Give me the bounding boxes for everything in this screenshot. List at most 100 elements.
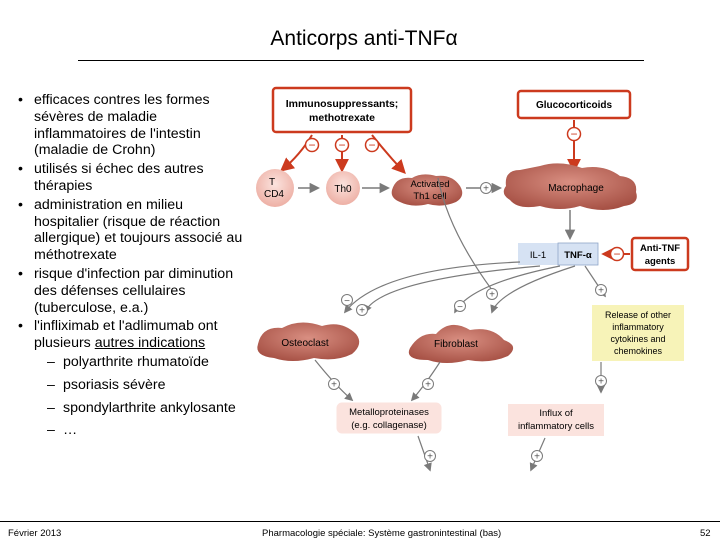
- glucocorticoids-label: Glucocorticoids: [536, 100, 613, 111]
- flow-arrow: [417, 435, 432, 472]
- bullet-item: efficaces contres les formes sévères de …: [18, 92, 250, 159]
- plus-sign-icon: [424, 450, 436, 462]
- immunosuppressants-box: [271, 86, 413, 134]
- immunosuppressants-label: Immunosuppressants;: [286, 98, 399, 110]
- plus-sign-icon: [328, 378, 340, 390]
- il1-label: IL-1: [530, 250, 546, 261]
- bullet-list: efficaces contres les formes sévères de …: [18, 92, 250, 445]
- footer-page-number: 52: [700, 528, 711, 539]
- minus-sign-icon: [566, 126, 582, 142]
- osteoclast-label: Osteoclast: [281, 338, 328, 349]
- minus-sign-icon: [609, 246, 625, 262]
- th0-cell: [326, 171, 360, 205]
- t-cd4-cell: [256, 169, 294, 207]
- minus-sign-icon: [454, 300, 466, 312]
- plus-sign-icon: [595, 284, 607, 296]
- plus-sign-icon: +: [483, 184, 489, 195]
- macrophage-label: Macrophage: [548, 183, 604, 194]
- minus-sign-icon: [341, 294, 353, 306]
- release-label-line: chemokines: [614, 346, 663, 356]
- footer-course: Pharmacologie spéciale: Système gastroni…: [262, 528, 502, 539]
- sub-bullet-text: …: [63, 422, 78, 439]
- bullet-item: utilisés si échec des autres thérapies: [18, 161, 250, 195]
- minus-sign-icon: −: [457, 302, 463, 313]
- anti-tnf-box: [630, 236, 690, 272]
- flow-arrow: [364, 265, 541, 314]
- t-cd4-label: CD4: [264, 189, 284, 200]
- sub-bullet-item: –polyarthrite rhumatoïde: [18, 354, 250, 371]
- metalloproteinases-label: Metalloproteinases: [349, 407, 429, 418]
- anti-tnf-label: Anti-TNF: [640, 243, 680, 254]
- title-rule: [78, 60, 644, 61]
- influx-label: Influx of: [539, 408, 573, 419]
- underlined-text: autres indications: [94, 335, 206, 352]
- activated-label: Activated: [410, 179, 449, 190]
- activated-th1-cell: [391, 174, 463, 206]
- bullet-text: l'infliximab et l'adlimumab ont plusieur…: [34, 318, 218, 352]
- osteoclast-cell: [257, 322, 360, 361]
- dash-marker: –: [47, 353, 55, 370]
- th0-label: Th0: [334, 184, 352, 195]
- metalloproteinases-box: [335, 401, 443, 435]
- bullet-item: l'infliximab et l'adlimumab ont plusieur…: [18, 318, 250, 352]
- sub-bullet-text: polyarthrite rhumatoïde: [63, 353, 209, 370]
- plus-sign-icon: +: [489, 290, 495, 301]
- dash-marker: –: [47, 399, 55, 416]
- plus-sign-icon: [356, 304, 368, 316]
- release-label-line: inflammatory: [612, 322, 664, 332]
- fibroblast-cell: [408, 324, 514, 363]
- plus-sign-icon: +: [534, 452, 540, 463]
- minus-sign-icon: −: [570, 127, 577, 141]
- plus-sign-icon: [486, 288, 498, 300]
- footer-date: Février 2013: [8, 528, 62, 539]
- flow-line: [437, 177, 493, 291]
- plus-sign-icon: +: [598, 286, 604, 297]
- plus-sign-icon: [595, 375, 607, 387]
- methotrexate-label: methotrexate: [309, 112, 375, 124]
- sub-bullet-item: –psoriasis sévère: [18, 377, 250, 394]
- plus-sign-icon: [531, 450, 543, 462]
- release-label-line: Release of other: [605, 310, 671, 320]
- tnf-label: TNF-α: [564, 250, 592, 261]
- plus-sign-icon: +: [359, 306, 365, 317]
- slide-title: Anticorps anti-TNFα: [270, 27, 458, 50]
- minus-sign-icon: [334, 137, 350, 153]
- flow-arrow: [454, 265, 561, 314]
- plus-sign-icon: +: [427, 452, 433, 463]
- minus-sign-icon: [364, 137, 380, 153]
- minus-sign-icon: −: [308, 138, 315, 152]
- release-label-line: cytokines and: [610, 334, 665, 344]
- minus-sign-icon: −: [368, 138, 375, 152]
- t-cd4-label: T: [269, 177, 275, 188]
- sub-bullet-text: psoriasis sévère: [63, 376, 166, 393]
- plus-sign-icon: [422, 378, 434, 390]
- minus-sign-icon: −: [613, 247, 620, 261]
- collagenase-label: (e.g. collagenase): [351, 420, 427, 431]
- inflammatory-cells-label: inflammatory cells: [518, 421, 594, 432]
- flow-arrow: [490, 265, 576, 314]
- macrophage-cell: [503, 163, 637, 210]
- glucocorticoids-box: [516, 89, 632, 120]
- minus-sign-icon: −: [338, 138, 345, 152]
- il1-box: [518, 243, 558, 265]
- sub-bullet-item: –…: [18, 422, 250, 439]
- footer-rule: [0, 521, 720, 522]
- agents-label: agents: [645, 256, 676, 267]
- plus-sign-icon: +: [598, 377, 604, 388]
- dash-marker: –: [47, 376, 55, 393]
- sub-bullet-item: –spondylarthrite ankylosante: [18, 400, 250, 417]
- dash-marker: –: [47, 422, 55, 439]
- fibroblast-label: Fibroblast: [434, 339, 478, 350]
- release-cytokines-box: [592, 305, 684, 361]
- sub-bullet-text: spondylarthrite ankylosante: [63, 399, 236, 416]
- minus-sign-icon: [304, 137, 320, 153]
- minus-sign-icon: −: [344, 296, 350, 307]
- flow-arrow: [343, 261, 521, 314]
- tnf-box: [557, 242, 599, 266]
- bullet-item: administration en milieu hospitalier (ri…: [18, 197, 250, 264]
- influx-box: [508, 404, 604, 436]
- th1-cell-label: Th1 cell: [413, 191, 446, 202]
- plus-sign-icon: [480, 182, 492, 194]
- plus-sign-icon: +: [331, 380, 337, 391]
